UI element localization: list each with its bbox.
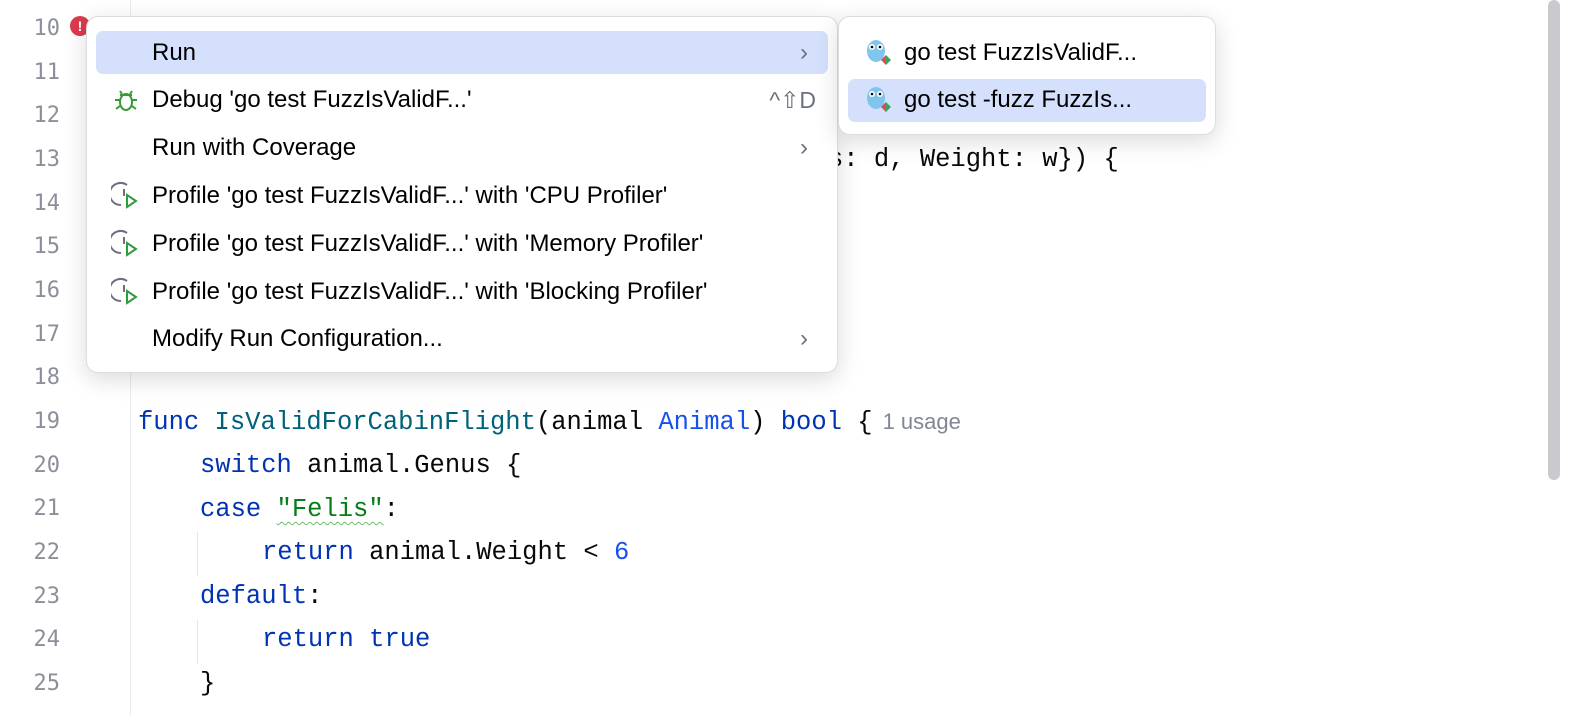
chevron-right-icon: › xyxy=(800,325,808,353)
keyword: return xyxy=(262,625,354,654)
line-number: 20 xyxy=(33,452,61,478)
line-number: 23 xyxy=(33,583,61,609)
line-number: 18 xyxy=(33,365,61,391)
indent-guide xyxy=(197,532,198,576)
vertical-scrollbar[interactable] xyxy=(1548,0,1560,480)
profiler-icon xyxy=(110,228,142,260)
keyword: default xyxy=(200,582,308,611)
line-number: 24 xyxy=(33,627,61,653)
gopher-test-icon xyxy=(862,84,894,116)
code-line-23[interactable]: default: xyxy=(200,575,322,619)
keyword: func xyxy=(138,408,200,437)
shortcut: ^⇧D xyxy=(769,86,816,113)
line-number: 11 xyxy=(33,59,61,85)
menu-item[interactable]: Run › xyxy=(96,31,828,74)
chevron-right-icon: › xyxy=(800,134,808,162)
punct: ) xyxy=(750,408,781,437)
line-number: 22 xyxy=(33,540,61,566)
string-literal: "Felis" xyxy=(276,495,384,524)
code-line-22[interactable]: return animal.Weight < 6 xyxy=(262,531,629,575)
code-text: animal.Weight < xyxy=(353,538,614,567)
code-text: animal.Genus { xyxy=(291,451,522,480)
menu-item[interactable]: Profile 'go test FuzzIsValidF...' with '… xyxy=(96,270,828,313)
menu-item[interactable]: Modify Run Configuration... › xyxy=(96,318,828,361)
gopher-test-icon xyxy=(862,37,894,69)
profiler-icon xyxy=(110,276,142,308)
code-text: } xyxy=(200,669,216,698)
bug-icon xyxy=(110,84,142,116)
code-text: : xyxy=(307,582,323,611)
keyword: return xyxy=(262,538,354,567)
function-name: IsValidForCabinFlight xyxy=(214,408,536,437)
return-type: bool xyxy=(780,408,842,437)
menu-item[interactable]: go test -fuzz FuzzIs... xyxy=(848,78,1206,122)
line-number: 15 xyxy=(33,234,61,260)
indent-guide xyxy=(197,620,198,664)
context-menu: Run › Debug 'go test FuzzIsValidF...' ^⇧D Ru… xyxy=(86,16,838,373)
menu-item-label: Profile 'go test FuzzIsValidF...' with '… xyxy=(152,229,704,257)
menu-item[interactable]: Profile 'go test FuzzIsValidF...' with '… xyxy=(96,222,828,265)
code-line-24[interactable]: return true xyxy=(262,618,430,662)
menu-item[interactable]: Debug 'go test FuzzIsValidF...' ^⇧D xyxy=(96,79,828,122)
menu-item-label: Debug 'go test FuzzIsValidF...' xyxy=(152,86,472,114)
line-number: 14 xyxy=(33,190,61,216)
usage-hint[interactable]: 1 usage xyxy=(882,409,961,434)
line-number: 13 xyxy=(33,147,61,172)
menu-item-label: Run xyxy=(152,38,197,66)
punct: { xyxy=(841,408,873,437)
param: (animal xyxy=(535,408,659,437)
keyword: switch xyxy=(200,451,292,480)
line-number: 21 xyxy=(33,496,61,522)
menu-item-label: Profile 'go test FuzzIsValidF...' with '… xyxy=(152,181,668,209)
menu-item[interactable]: Profile 'go test FuzzIsValidF...' with '… xyxy=(96,174,828,217)
menu-item-label: go test FuzzIsValidF... xyxy=(904,38,1137,66)
keyword: true xyxy=(369,625,431,654)
chevron-right-icon: › xyxy=(800,38,808,66)
type: Animal xyxy=(658,408,751,437)
menu-item-label: Run with Coverage xyxy=(152,134,357,162)
code-line-20[interactable]: switch animal.Genus { xyxy=(200,444,521,488)
code-line-21[interactable]: case "Felis": xyxy=(200,488,399,532)
code-line-13[interactable]: s: d, Weight: w}) { xyxy=(828,145,1119,174)
keyword: case xyxy=(200,495,262,524)
menu-item[interactable]: go test FuzzIsValidF... xyxy=(848,31,1206,74)
code-line-25[interactable]: } xyxy=(200,662,215,706)
line-number: 19 xyxy=(33,409,61,435)
profiler-icon xyxy=(110,180,142,212)
code-line-19[interactable]: func IsValidForCabinFlight(animal Animal… xyxy=(138,400,961,444)
line-number: 10 xyxy=(33,16,61,41)
error-marker-icon[interactable]: ! xyxy=(70,16,90,36)
menu-item-label: Profile 'go test FuzzIsValidF...' with '… xyxy=(152,277,708,305)
run-submenu: go test FuzzIsValidF... go test -fuzz Fuz… xyxy=(838,16,1216,135)
menu-item[interactable]: Run with Coverage › xyxy=(96,127,828,170)
line-number: 25 xyxy=(33,671,61,697)
line-number: 16 xyxy=(33,278,61,304)
menu-item-label: Modify Run Configuration... xyxy=(152,325,443,353)
code-text: : xyxy=(383,495,399,524)
number-literal: 6 xyxy=(613,538,630,567)
line-number: 12 xyxy=(33,103,61,129)
line-number: 17 xyxy=(33,321,61,347)
menu-item-label: go test -fuzz FuzzIs... xyxy=(904,86,1133,113)
